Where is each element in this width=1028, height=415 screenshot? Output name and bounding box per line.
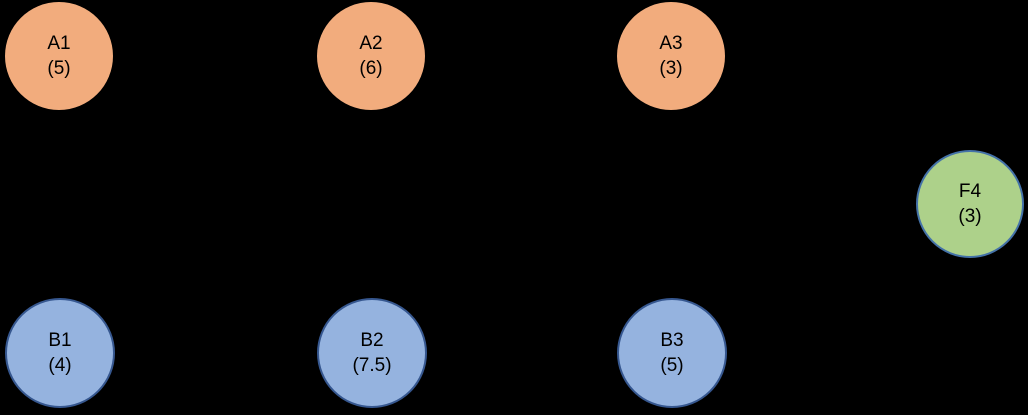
node-value: (6) bbox=[359, 58, 383, 79]
node-a3[interactable]: A3(3) bbox=[617, 2, 725, 110]
node-value: (3) bbox=[958, 206, 982, 227]
node-label: F4 bbox=[958, 180, 982, 202]
node-a2[interactable]: A2(6) bbox=[317, 2, 425, 110]
node-value: (4) bbox=[48, 355, 72, 376]
node-b3[interactable]: B3(5) bbox=[617, 298, 727, 408]
node-b1[interactable]: B1(4) bbox=[5, 298, 115, 408]
node-value: (3) bbox=[659, 58, 683, 79]
node-value: (7.5) bbox=[352, 355, 392, 376]
node-label: A1 bbox=[47, 32, 71, 54]
node-label: A2 bbox=[359, 32, 383, 54]
node-a1[interactable]: A1(5) bbox=[5, 2, 113, 110]
node-label: B1 bbox=[48, 329, 72, 351]
node-label: B3 bbox=[660, 329, 684, 351]
node-f4[interactable]: F4(3) bbox=[916, 150, 1024, 258]
node-value: (5) bbox=[660, 355, 684, 376]
node-label: B2 bbox=[360, 329, 384, 351]
node-label: A3 bbox=[659, 32, 683, 54]
node-b2[interactable]: B2 (7.5) bbox=[317, 298, 427, 408]
node-value: (5) bbox=[47, 58, 71, 79]
